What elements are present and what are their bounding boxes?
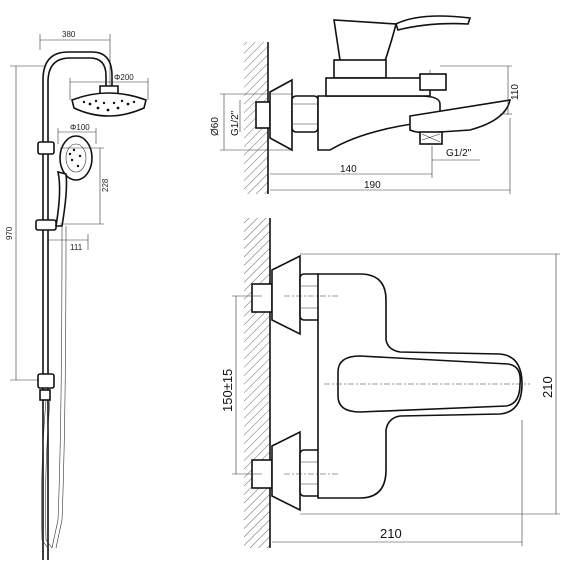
overhead-diameter-label: Φ200 — [114, 73, 134, 82]
mixer-side-view: Ø60 G1/2" 110 G1/2" 140 190 — [210, 15, 521, 194]
arm-width-label: 380 — [62, 30, 76, 39]
center-distance-label: 150±15 — [220, 369, 235, 412]
wall-offset-label: 111 — [70, 243, 83, 252]
side-height-label: 110 — [510, 84, 521, 100]
overhead-shower-head — [71, 92, 147, 117]
hand-diameter-label: Φ100 — [70, 123, 90, 132]
shower-set-drawing: 380 Φ200 Φ100 — [5, 30, 149, 560]
reach-190-label: 190 — [364, 180, 381, 191]
slider-height-label: 228 — [101, 178, 110, 192]
inlet-thread-label: G1/2" — [230, 110, 241, 136]
outlet-thread-label: G1/2" — [446, 148, 472, 159]
spout — [409, 99, 512, 134]
slider-holder — [35, 219, 57, 231]
mixer-top-view: 150±15 210 210 — [220, 218, 560, 548]
top-height-label: 210 — [540, 376, 555, 398]
total-height-label: 970 — [5, 226, 14, 240]
reach-140-label: 140 — [340, 164, 357, 175]
hand-shower-head — [59, 135, 93, 181]
pipe-diameter-label: Ø60 — [210, 117, 221, 136]
top-width-label: 210 — [380, 526, 402, 541]
